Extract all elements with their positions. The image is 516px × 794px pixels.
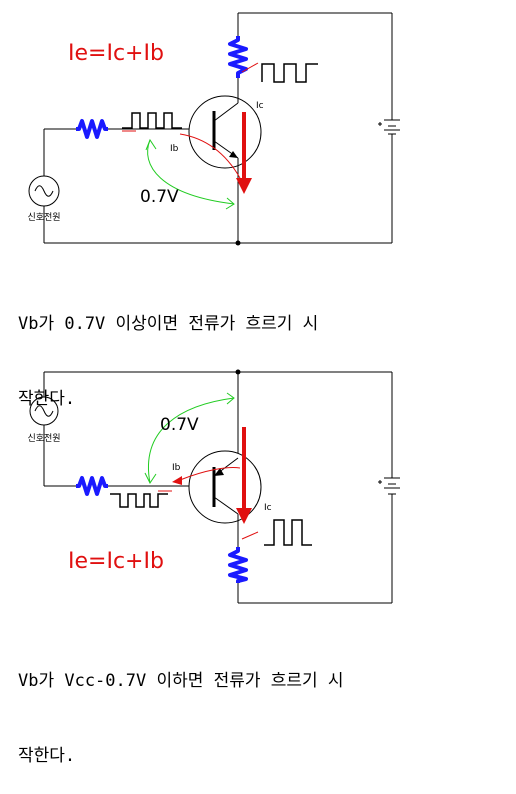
bottom-ib-label: Ib [172,463,181,473]
bottom-emitter-resistor [228,547,248,583]
bottom-collector-pulse-marker [241,531,259,540]
top-battery [378,119,400,135]
top-signal-source [28,175,60,207]
top-source-label: 신호전원 [27,212,60,223]
top-ic-arrow [236,112,252,194]
bottom-base-pulse-wave [110,493,168,508]
bottom-vbe-label: 0.7V [160,415,199,435]
top-base-resistor [76,119,108,139]
top-ib-label: Ib [170,144,179,154]
bottom-source-label: 신호전원 [27,433,60,444]
bottom-ib-arrow [179,467,241,481]
bottom-transistor [188,450,262,528]
bottom-base-resistor [76,476,108,496]
bottom-circuit: 신호전원 Ie=Ic+Ib 0.7V Ib Ic [27,369,400,604]
bottom-caption: Vb가 Vcc-0.7V 이하면 전류가 흐르기 시 작한다. [18,619,344,794]
top-caption-line2: 작한다. [18,389,76,409]
top-ground-node [235,240,241,246]
top-base-pulse-wave [122,112,182,129]
top-collector-pulse-marker [241,62,259,73]
bottom-equation: Ie=Ic+Ib [68,549,164,574]
bottom-supply-node [235,369,241,375]
circuit-diagram: 신호전원 Ie=Ic+Ib 0.7 [27,12,400,604]
top-caption: Vb가 0.7V 이상이면 전류가 흐르기 시 작한다. [18,262,318,437]
bottom-ib-arrowhead [172,476,182,485]
top-wires [43,12,393,244]
bottom-caption-line2: 작한다. [18,746,76,766]
bottom-collector-pulse-wave [264,519,312,546]
top-vbe-label: 0.7V [140,187,179,207]
bottom-battery [378,477,400,495]
top-collector-pulse-wave [261,63,318,83]
bottom-ic-arrow [236,427,252,524]
top-caption-line1: Vb가 0.7V 이상이면 전류가 흐르기 시 [18,314,319,334]
bottom-ic-label: Ic [264,503,272,513]
bottom-caption-line1: Vb가 Vcc-0.7V 이하면 전류가 흐르기 시 [18,671,344,691]
bottom-signal-source [29,396,59,426]
top-collector-resistor [228,36,248,78]
top-ic-label: Ic [256,101,264,111]
top-circuit: 신호전원 Ie=Ic+Ib 0.7 [27,12,400,246]
top-equation: Ie=Ic+Ib [68,41,164,66]
top-vbe-arc [145,138,235,210]
bottom-vbe-arc [144,392,235,484]
top-ib-arrow [179,133,241,179]
top-transistor [188,95,262,172]
